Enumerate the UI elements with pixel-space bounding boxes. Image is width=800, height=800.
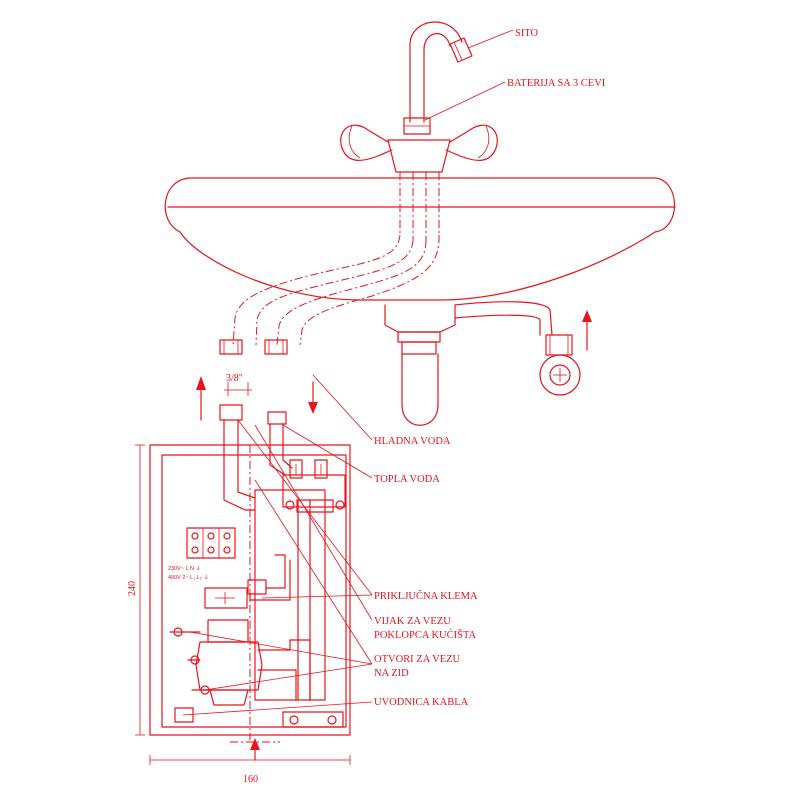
- faucet: [340, 21, 498, 240]
- label-topla-voda: TOPLA VODA: [374, 474, 440, 485]
- sink-basin: [164, 177, 676, 426]
- label-otvori-line-1: OTVORI ZA VEZU: [374, 654, 461, 665]
- label-uvodnica: UVODNICA KABLA: [374, 697, 469, 708]
- pipe-size-dimension: 3/8": [226, 373, 243, 384]
- label-sito: SITO: [515, 28, 539, 39]
- label-vijak-line-2: POKLOPCA KUĆIŠTA: [374, 629, 477, 641]
- label-baterija: BATERIJA SA 3 CEVI: [507, 78, 606, 89]
- label-hladna-voda: HLADNA VODA: [374, 436, 451, 447]
- width-dimension: 160: [243, 774, 258, 785]
- label-prikljucna-klema: PRIKLJUČNA KLEMA: [374, 590, 478, 602]
- dimension-lines: [135, 382, 351, 765]
- flow-arrows: [196, 376, 318, 761]
- label-otvori-line-2: NA ZID: [374, 668, 409, 679]
- label-vijak-line-1: VIJAK ZA VEZU: [374, 616, 451, 627]
- height-dimension: 240: [127, 581, 138, 596]
- terminal-legend-row-1: 230V~ L N ⏚: [168, 565, 201, 572]
- leader-lines: [182, 29, 514, 716]
- terminal-legend-row-2: 400V 2~ L₁ L₂ ⏚: [168, 574, 209, 581]
- supply-hoses: [219, 234, 592, 396]
- heater-housing: [149, 404, 351, 743]
